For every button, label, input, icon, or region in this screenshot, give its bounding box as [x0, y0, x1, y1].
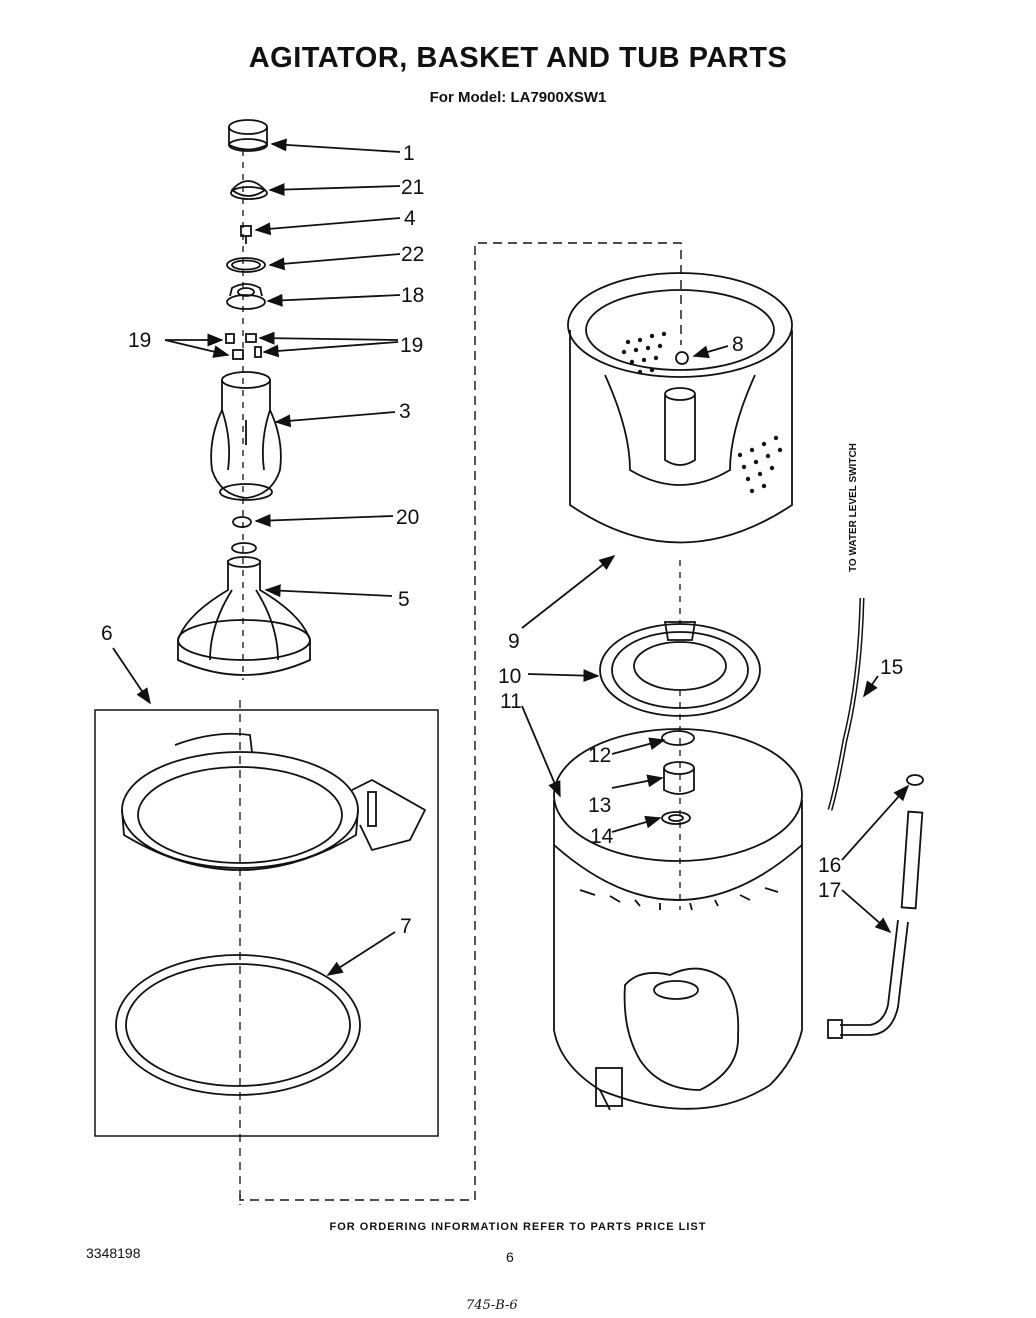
spin-tube-nut-part [663, 761, 695, 795]
water-level-hose-part [827, 597, 865, 811]
tub-seal-part [115, 954, 361, 1096]
tub-ring-part [121, 732, 427, 871]
snap-ring-part [661, 730, 695, 746]
o-ring-part [226, 257, 266, 273]
agitator-barrel-part [210, 371, 282, 501]
label-part-9: 9 [508, 630, 520, 653]
label-part-6: 6 [101, 622, 113, 645]
label-part-7: 7 [400, 915, 412, 938]
bolt-part [240, 225, 252, 244]
agitator-dog-part [226, 283, 266, 310]
label-part-12: 12 [588, 744, 611, 767]
basket-perforations [621, 331, 783, 494]
cap-retainer-part [230, 180, 268, 200]
label-part-18: 18 [401, 284, 424, 307]
hub-plate-part [599, 621, 761, 717]
label-part-14: 14 [590, 825, 614, 848]
agitator-base-part [177, 542, 311, 676]
label-part-10: 10 [498, 665, 521, 688]
label-part-19-left: 19 [128, 329, 151, 352]
label-part-21: 21 [401, 176, 424, 199]
label-part-8: 8 [732, 333, 744, 356]
label-part-1: 1 [403, 142, 415, 165]
document-number: 3348198 [86, 1245, 141, 1261]
model-subtitle: For Model: LA7900XSW1 [429, 89, 607, 106]
handwritten-note: 745-B-6 [466, 1298, 518, 1313]
label-part-4: 4 [404, 207, 416, 230]
label-part-15: 15 [880, 656, 903, 679]
water-level-switch-note: TO WATER LEVEL SWITCH [848, 443, 859, 572]
label-part-17: 17 [818, 879, 841, 902]
label-part-19-right: 19 [400, 334, 423, 357]
hose-clamp-part [906, 774, 924, 786]
agitator-cap-part [228, 119, 268, 152]
label-part-22: 22 [401, 243, 424, 266]
label-part-11: 11 [500, 690, 522, 713]
label-part-20: 20 [396, 506, 419, 529]
label-part-5: 5 [398, 588, 410, 611]
seal-part [661, 811, 691, 825]
ordering-info-footer: FOR ORDERING INFORMATION REFER TO PARTS … [329, 1221, 707, 1233]
seal-ring-part [232, 516, 252, 528]
label-part-16: 16 [818, 854, 841, 877]
drain-hose-part [827, 810, 924, 1039]
label-part-13: 13 [588, 794, 611, 817]
page-title: AGITATOR, BASKET AND TUB PARTS [248, 42, 788, 74]
outer-tub-part [553, 728, 803, 1111]
page-number: 6 [506, 1249, 514, 1265]
spin-basket-part [567, 272, 793, 544]
dog-pieces-part [225, 333, 262, 360]
label-part-3: 3 [399, 400, 411, 423]
